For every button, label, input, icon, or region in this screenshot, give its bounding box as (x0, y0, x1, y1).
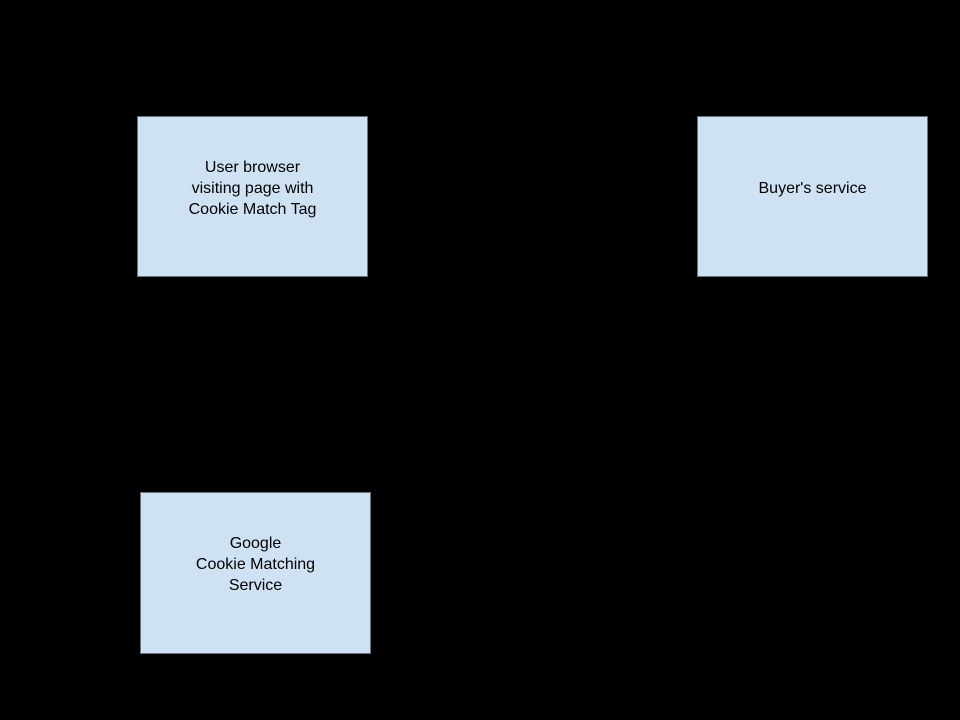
node-google-cookie-matching-service: Google Cookie Matching Service (140, 492, 371, 654)
node-label-line: Cookie Match Tag (188, 200, 317, 218)
node-user-browser-label: User browser visiting page with Cookie M… (189, 157, 317, 220)
node-google-cookie-matching-service-label: Google Cookie Matching Service (196, 533, 315, 596)
node-buyers-service-label: Buyer's service (759, 178, 867, 199)
node-label-line: Cookie Matching (195, 556, 316, 573)
node-label-line: Service (228, 577, 283, 594)
node-buyers-service: Buyer's service (697, 116, 928, 277)
node-label-line: User browser (204, 158, 301, 176)
node-label-line: visiting page with (191, 179, 314, 197)
node-user-browser: User browser visiting page with Cookie M… (137, 116, 368, 277)
node-label-line: Google (229, 535, 282, 552)
node-label-line: Buyer's service (758, 179, 867, 197)
